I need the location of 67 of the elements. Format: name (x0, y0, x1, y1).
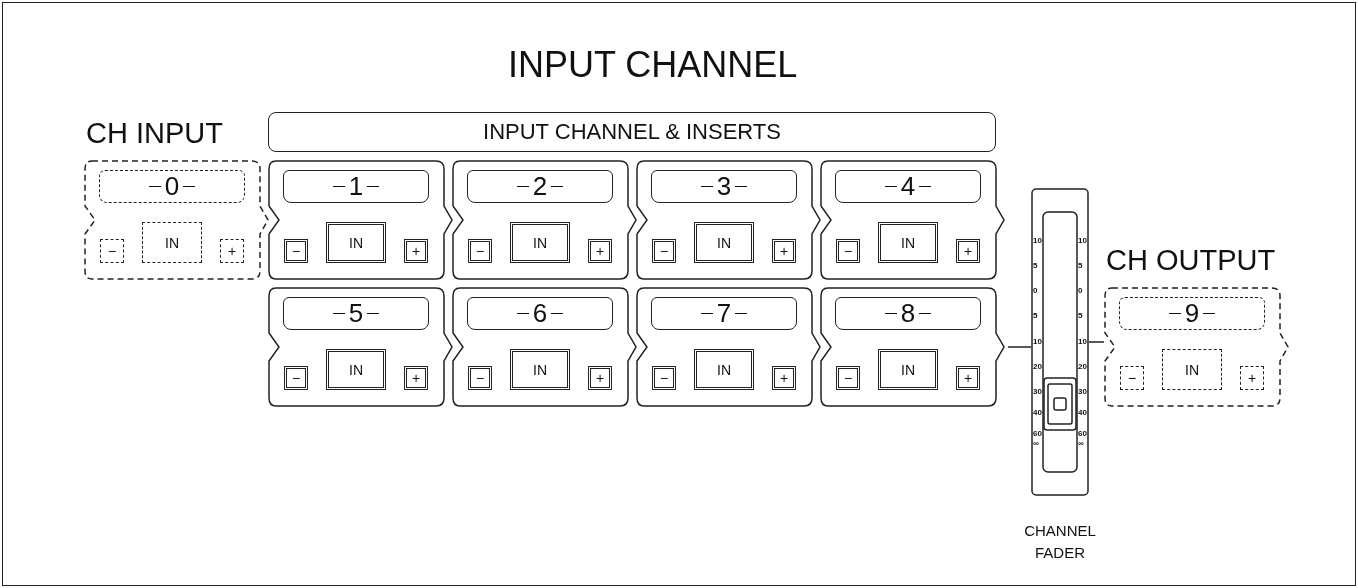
number-display: 8 (835, 297, 981, 330)
plus-button: + (956, 366, 980, 390)
number-display: 6 (467, 297, 613, 330)
minus-button: − (652, 239, 676, 263)
scale-number: 10 (1078, 337, 1087, 346)
in-button: IN (142, 222, 202, 263)
in-button: IN (326, 349, 386, 390)
in-button: IN (510, 349, 570, 390)
scale-number: 0 (1078, 286, 1083, 295)
scale-number: ∞ (1078, 439, 1084, 448)
in-button: IN (878, 222, 938, 263)
scale-number: 10 (1033, 236, 1042, 245)
in-button: IN (1162, 349, 1222, 390)
minus-button: − (284, 239, 308, 263)
number-display: 9 (1119, 297, 1265, 330)
scale-number: 0 (1033, 286, 1038, 295)
number-display: 1 (283, 170, 429, 203)
plus-button: + (588, 366, 612, 390)
section-header-bar: INPUT CHANNEL & INSERTS (268, 112, 996, 152)
section-heading: CH OUTPUT (1106, 243, 1276, 277)
minus-button: − (652, 366, 676, 390)
minus-button: − (284, 366, 308, 390)
plus-button: + (1240, 366, 1264, 390)
plus-button: + (404, 239, 428, 263)
scale-number: 30 (1078, 387, 1087, 396)
minus-button: − (100, 239, 124, 263)
scale-number: 60 (1033, 429, 1042, 438)
fader-caption: CHANNEL FADER (1023, 521, 1097, 563)
scale-number: 40 (1033, 408, 1042, 417)
in-button: IN (510, 222, 570, 263)
scale-number: 10 (1078, 236, 1087, 245)
minus-button: − (836, 366, 860, 390)
section-heading: CH INPUT (86, 116, 223, 150)
number-display: 7 (651, 297, 797, 330)
scale-number: 20 (1078, 362, 1087, 371)
in-button: IN (878, 349, 938, 390)
plus-button: + (588, 239, 612, 263)
minus-button: − (1120, 366, 1144, 390)
diagram-title: INPUT CHANNEL (508, 44, 798, 86)
plus-button: + (772, 366, 796, 390)
scale-number: 5 (1033, 311, 1038, 320)
minus-button: − (836, 239, 860, 263)
minus-button: − (468, 366, 492, 390)
in-button: IN (326, 222, 386, 263)
in-button: IN (694, 222, 754, 263)
scale-number: 40 (1078, 408, 1087, 417)
scale-number: 10 (1033, 337, 1042, 346)
scale-number: 20 (1033, 362, 1042, 371)
minus-button: − (468, 239, 492, 263)
number-display: 5 (283, 297, 429, 330)
plus-button: + (772, 239, 796, 263)
number-display: 0 (99, 170, 245, 203)
plus-button: + (404, 366, 428, 390)
scale-number: 5 (1078, 261, 1083, 270)
plus-button: + (220, 239, 244, 263)
number-display: 2 (467, 170, 613, 203)
scale-number: 60 (1078, 429, 1087, 438)
in-button: IN (694, 349, 754, 390)
connector-line (1088, 341, 1105, 343)
scale-number: ∞ (1033, 439, 1039, 448)
number-display: 4 (835, 170, 981, 203)
connector-line (1007, 346, 1032, 348)
plus-button: + (956, 239, 980, 263)
number-display: 3 (651, 170, 797, 203)
scale-number: 30 (1033, 387, 1042, 396)
scale-number: 5 (1078, 311, 1083, 320)
scale-number: 5 (1033, 261, 1038, 270)
